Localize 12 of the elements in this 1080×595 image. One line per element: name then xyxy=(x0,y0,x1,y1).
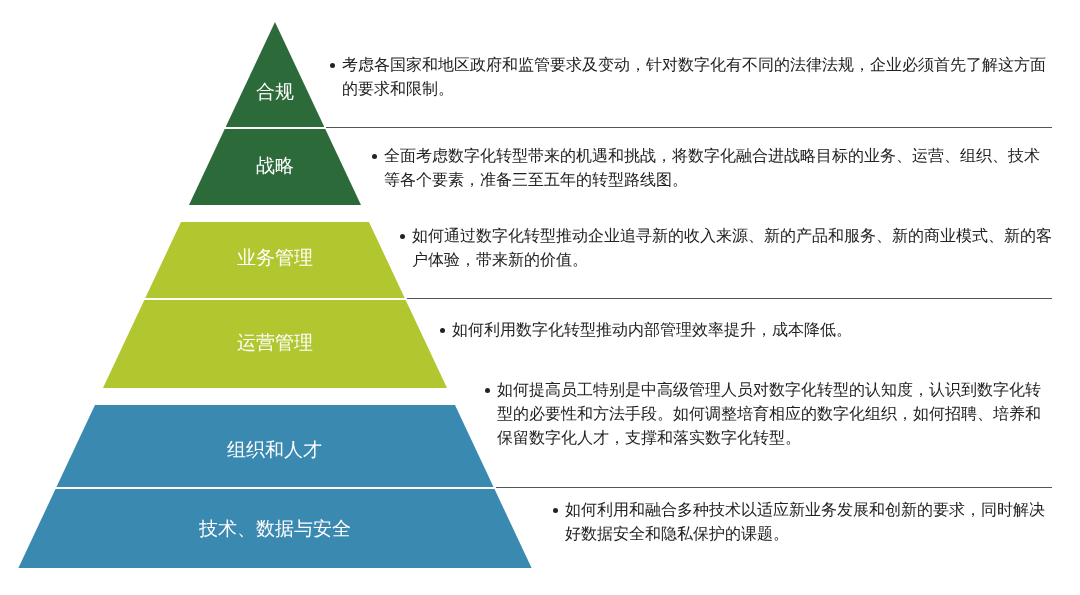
layer-label: 技术、数据与安全 xyxy=(199,516,351,541)
description-text: 考虑各国家和地区政府和监管要求及变动，针对数字化有不同的法律法规，企业必须首先了解这方面的要求和限制。 xyxy=(342,54,1047,100)
layer-label: 合规 xyxy=(256,79,294,104)
layer-label: 战略 xyxy=(256,153,294,178)
description-text: 如何通过数字化转型推动企业追寻新的收入来源、新的产品和服务、新的商业模式、新的客户体验，带来新的价值。 xyxy=(412,225,1052,271)
description-text: 如何提高员工特别是中高级管理人员对数字化转型的认知度，认识到数字化转型的必要性和方法手段。如何调整培育相应的数字化组织，如何招聘、培养和保留数字化人才，支撑和落实数字化转型。 xyxy=(497,379,1042,449)
description-text: 如何利用数字化转型推动内部管理效率提升，成本降低。 xyxy=(452,319,853,341)
description-text: 如何利用和融合多种技术以适应新业务发展和创新的要求，同时解决好数据安全和隐私保护的课题。 xyxy=(565,499,1046,545)
description-text: 全面考虑数字化转型带来的机遇和挑战，将数字化融合进战略目标的业务、运营、组织、技术等各个要素，准备三至五年的转型路线图。 xyxy=(384,145,1041,191)
layer-label: 业务管理 xyxy=(237,245,313,270)
layer-label: 运营管理 xyxy=(237,330,313,355)
layer-label: 组织和人才 xyxy=(227,437,323,462)
